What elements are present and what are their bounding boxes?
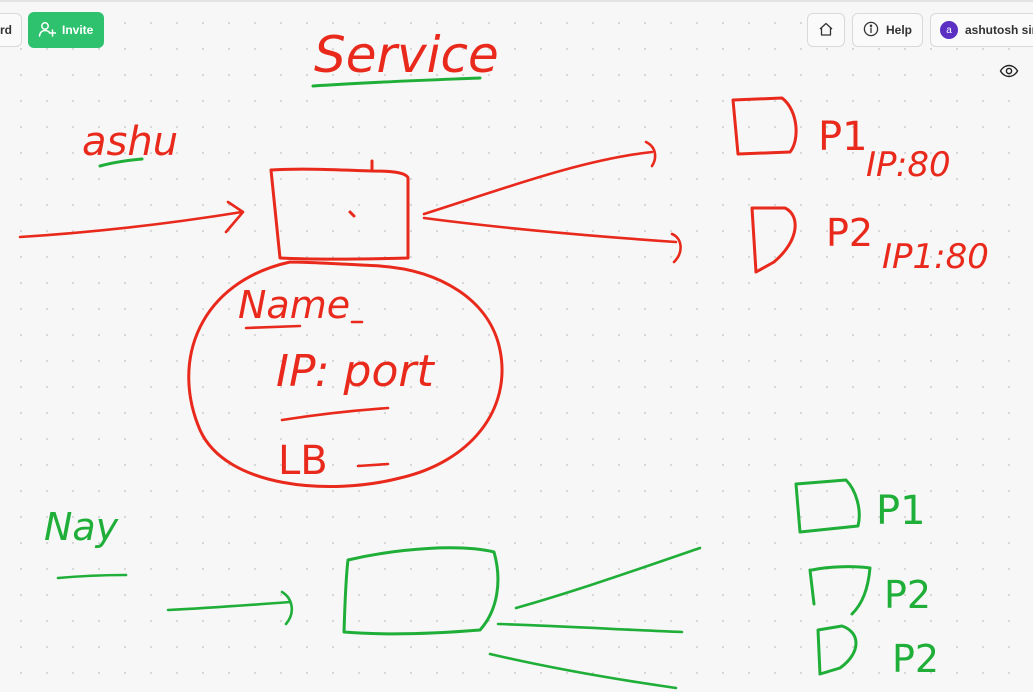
note-lb-underline (356, 462, 390, 468)
red-service-box (269, 159, 410, 261)
user-name: ashutosh singh (965, 23, 1033, 37)
green-incoming-arrow (166, 590, 294, 626)
invite-label: Invite (62, 23, 94, 37)
board-button-label: rd (0, 23, 12, 37)
red-arrow-lower (422, 216, 682, 264)
note-ip-underline (280, 406, 390, 422)
nay-label: Nay (44, 505, 119, 549)
red-pod-2-shape (750, 206, 797, 274)
red-pod-2-label: P2 (826, 211, 873, 255)
note-name-underline (244, 320, 364, 330)
toolbar-left: rd Invite (0, 12, 105, 48)
home-button[interactable] (806, 13, 845, 47)
ashu-label: ashu (82, 119, 178, 165)
add-user-icon (38, 21, 57, 40)
note-name: Name (238, 283, 350, 327)
note-lb: LB (278, 438, 328, 484)
service-title-drawing: Service (314, 26, 499, 84)
note-ip-port: IP: port (276, 346, 435, 397)
green-pod-1-label: P1 (876, 488, 926, 534)
red-pod-2-ip: IP1:80 (882, 237, 989, 277)
help-button[interactable]: Help (851, 13, 923, 47)
green-pod-2-shape (808, 565, 872, 616)
help-label: Help (885, 23, 912, 37)
red-note-circle (187, 260, 504, 489)
info-icon (863, 21, 879, 40)
green-arrow-upper (514, 546, 702, 610)
green-arrow-middle (496, 622, 684, 634)
green-service-box (342, 546, 500, 636)
green-pod-3-shape (816, 624, 858, 676)
toolbar-right: Help a ashutosh singh (806, 12, 1033, 48)
red-incoming-arrow (18, 200, 245, 239)
nay-underline (56, 573, 128, 580)
red-pod-1-label: P1 (818, 114, 868, 160)
red-arrow-upper (422, 140, 657, 216)
red-box-dot (348, 210, 356, 218)
invite-button[interactable]: Invite (28, 12, 105, 48)
service-underline (311, 76, 482, 88)
green-pod-2-label: P2 (884, 573, 931, 617)
green-pod-3-label: P2 (892, 637, 939, 681)
user-menu-button[interactable]: a ashutosh singh (930, 13, 1033, 47)
board-button[interactable]: rd (0, 13, 22, 47)
eye-icon[interactable] (999, 64, 1019, 83)
top-border (0, 0, 1033, 2)
green-arrow-lower (488, 652, 678, 690)
red-pod-1-ip: IP:80 (866, 145, 951, 185)
service-title: Service (314, 26, 499, 84)
home-icon (818, 21, 834, 40)
red-pod-1-shape (731, 96, 798, 156)
green-pod-1-shape (794, 478, 861, 534)
avatar: a (940, 21, 958, 39)
ashu-underline (98, 157, 144, 168)
